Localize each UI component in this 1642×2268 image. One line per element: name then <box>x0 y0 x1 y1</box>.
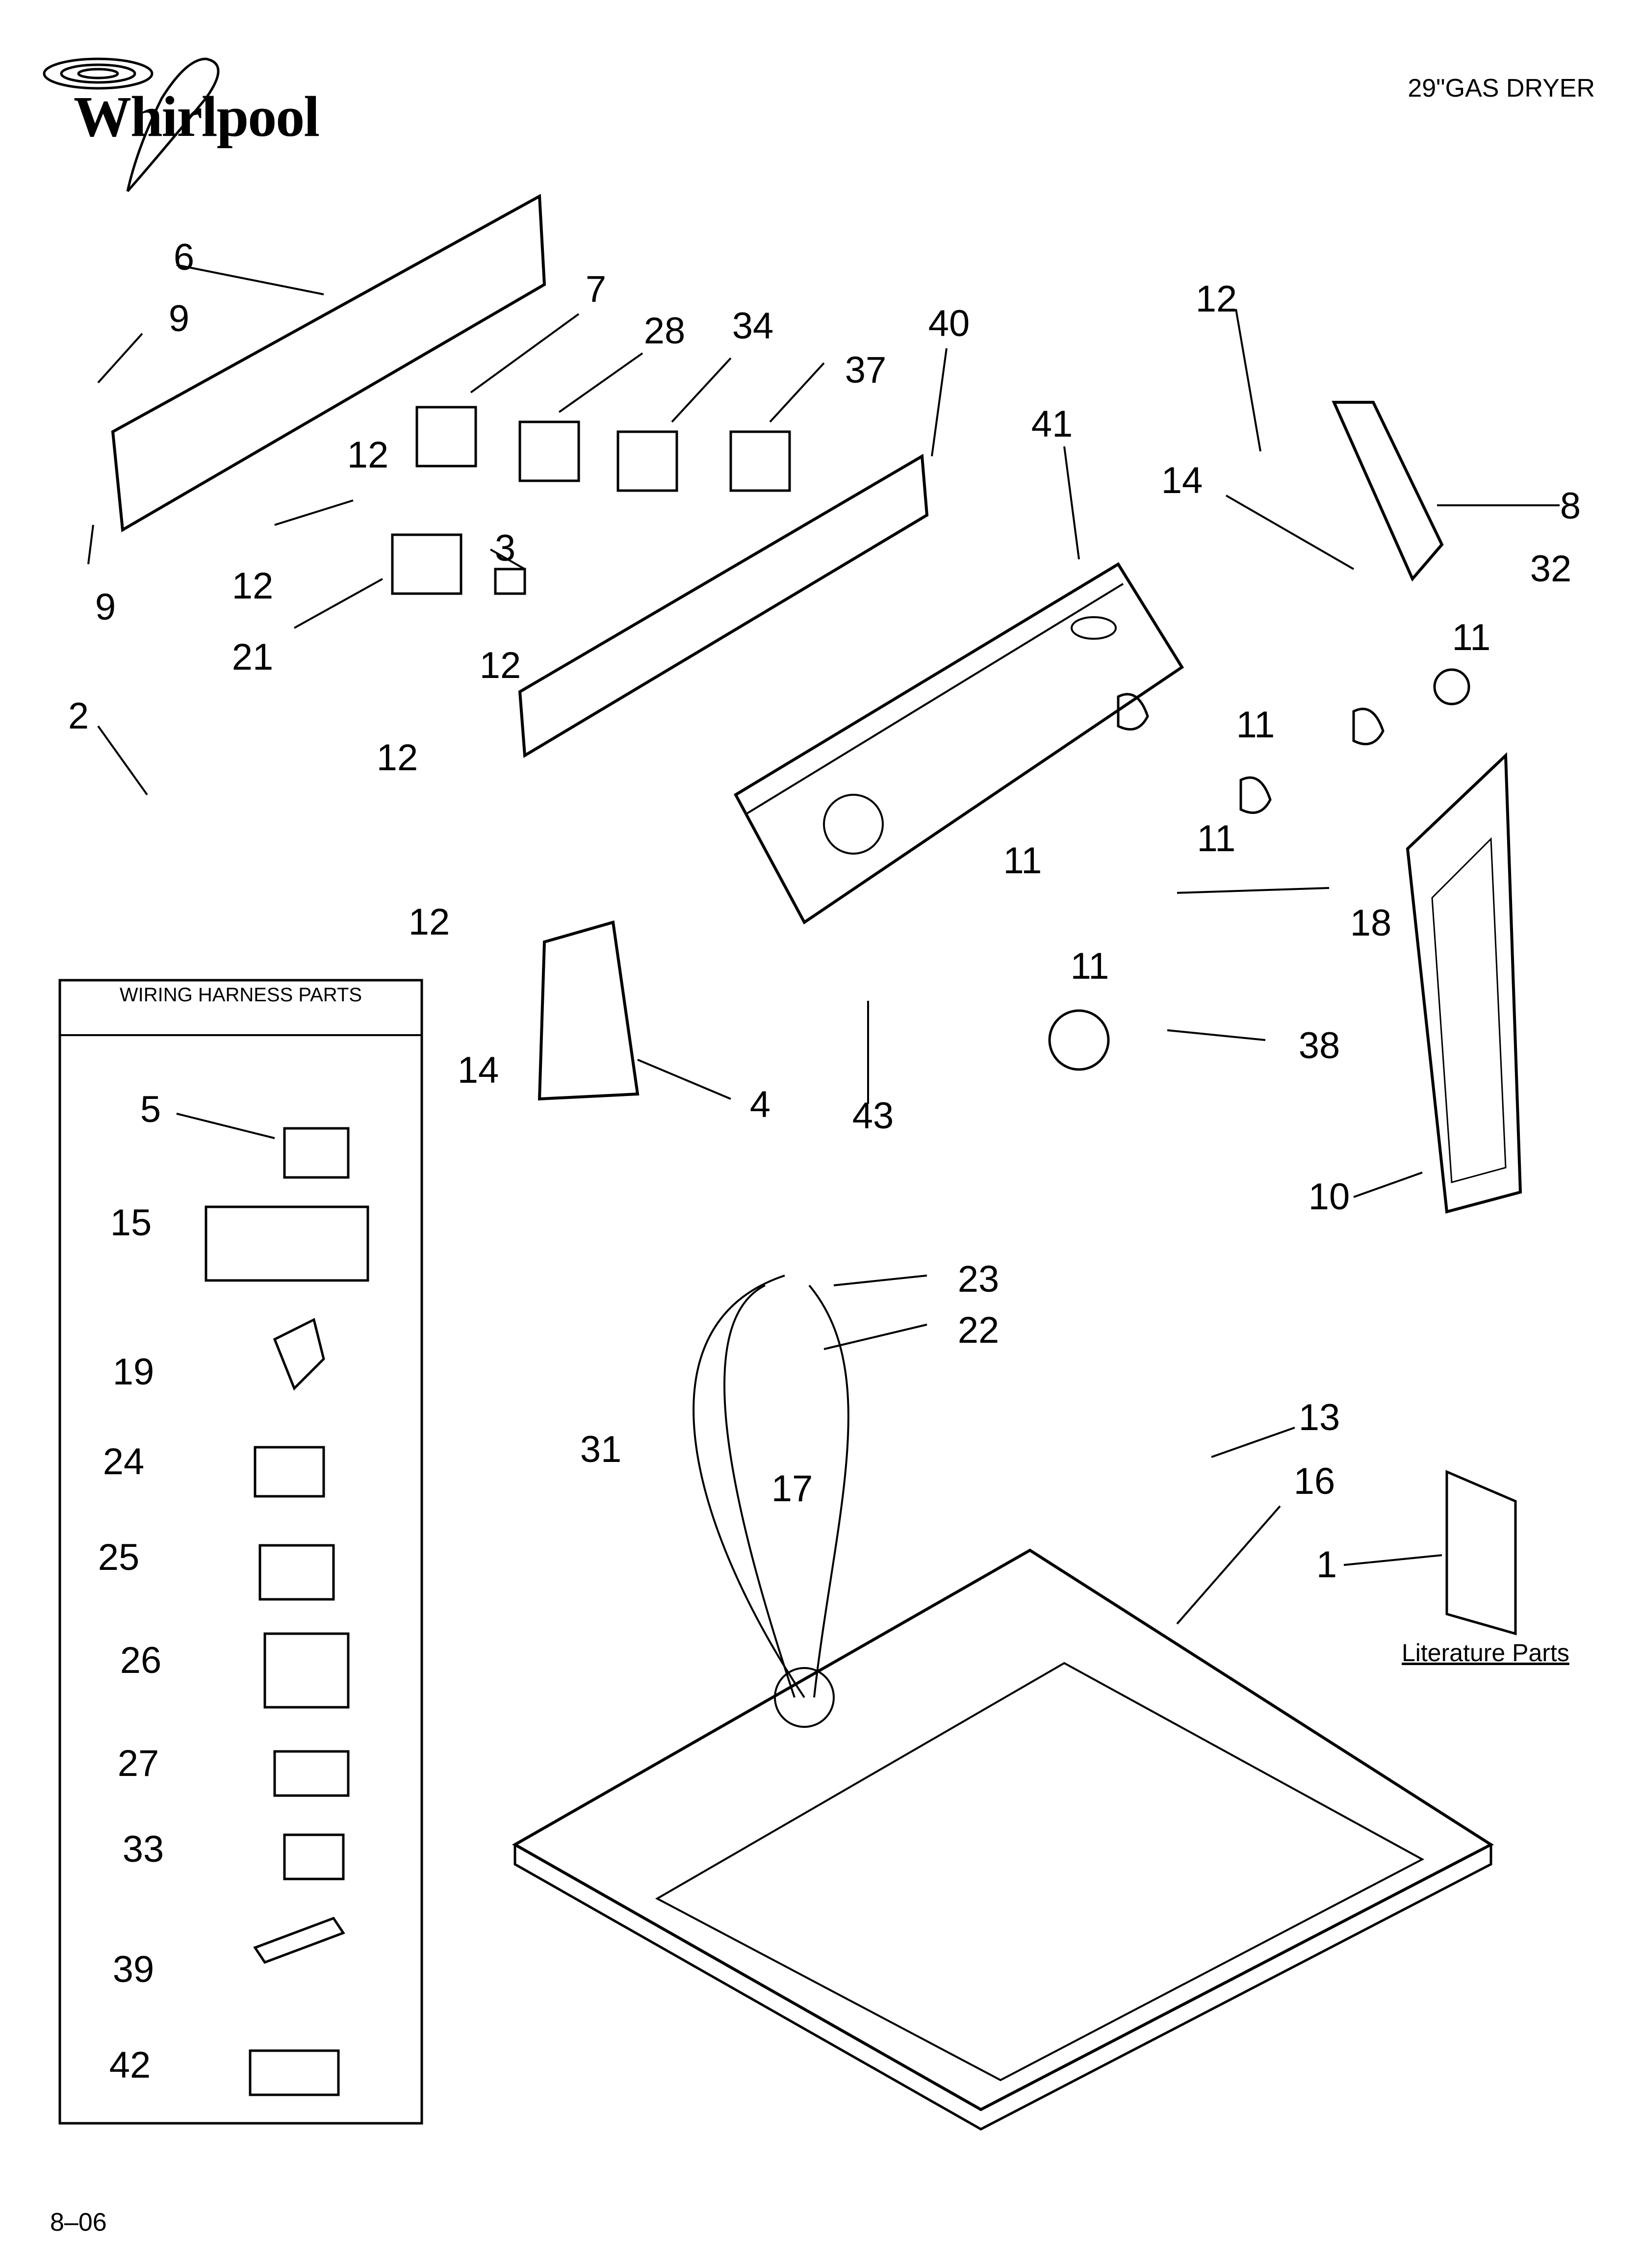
harness-callout-15: 15 <box>110 1202 152 1244</box>
literature-1 <box>1445 1470 1517 1636</box>
callout-7: 7 <box>585 268 607 310</box>
lint-screen-10 <box>1406 752 1522 1214</box>
callout-11-e: 11 <box>1070 945 1109 987</box>
callout-21: 21 <box>231 636 274 678</box>
callout-12-top-right: 12 <box>1195 278 1237 320</box>
harness-callout-5: 5 <box>140 1089 161 1130</box>
switch-7 <box>415 406 477 468</box>
callout-9-top: 9 <box>168 298 190 339</box>
knob-18b <box>1239 776 1272 814</box>
knob-18c <box>1352 707 1385 746</box>
callout-38: 38 <box>1298 1025 1340 1067</box>
top-panel <box>512 1548 1494 2112</box>
callout-11-d: 11 <box>1003 840 1042 882</box>
callout-11-c: 11 <box>1197 818 1236 860</box>
knob-18a <box>1117 693 1149 731</box>
brand-logo: Whirlpool <box>74 84 320 149</box>
callout-40: 40 <box>928 303 970 344</box>
callout-43: 43 <box>852 1095 894 1137</box>
page-title: 29"GAS DRYER <box>1408 74 1595 103</box>
callout-13: 13 <box>1298 1397 1340 1438</box>
wiring-box-title: WIRING HARNESS PARTS <box>119 984 362 1006</box>
callout-14-bottom: 14 <box>457 1049 499 1091</box>
harness-callout-39: 39 <box>112 1949 154 1990</box>
callout-22: 22 <box>957 1309 1000 1351</box>
callout-1: 1 <box>1316 1544 1337 1586</box>
callout-3: 3 <box>494 527 516 569</box>
callout-12-lower: 12 <box>376 737 418 779</box>
callout-23: 23 <box>957 1258 1000 1300</box>
callout-28: 28 <box>643 310 686 352</box>
switch-37 <box>729 430 791 492</box>
harness-callout-19: 19 <box>112 1351 154 1393</box>
timer-21 <box>391 533 462 595</box>
literature-label: Literature Parts <box>1402 1639 1569 1667</box>
page-number: 8–06 <box>50 2208 107 2237</box>
knob-38 <box>1048 1009 1110 1071</box>
callout-31: 31 <box>580 1429 622 1470</box>
harness-callout-26: 26 <box>120 1640 162 1681</box>
callout-8: 8 <box>1560 485 1581 527</box>
callout-32: 32 <box>1530 548 1572 590</box>
callout-12-mid: 12 <box>479 645 521 686</box>
whirlpool-logo-icon <box>43 57 220 192</box>
callout-12-endcap: 12 <box>408 901 450 943</box>
callout-12-left: 12 <box>231 565 274 607</box>
callout-16: 16 <box>1293 1460 1335 1502</box>
callout-14-top: 14 <box>1161 460 1203 501</box>
light-3 <box>494 568 526 595</box>
harness-callout-33: 33 <box>122 1828 164 1870</box>
callout-6: 6 <box>173 236 195 278</box>
back-shield <box>111 194 546 532</box>
callout-9-bottom: 9 <box>95 586 116 628</box>
callout-11-a: 11 <box>1452 617 1491 658</box>
callout-41: 41 <box>1031 403 1073 445</box>
callout-10: 10 <box>1308 1176 1350 1218</box>
harness-callout-42: 42 <box>109 2044 151 2086</box>
switch-28 <box>518 420 580 482</box>
callout-34: 34 <box>732 305 774 347</box>
harness-callout-24: 24 <box>103 1441 145 1483</box>
harness-callout-27: 27 <box>117 1743 159 1784</box>
end-cap-8 <box>1332 401 1444 582</box>
console-panel <box>734 562 1184 925</box>
wiring-harness-box <box>58 979 423 2125</box>
console-bracket <box>518 454 929 758</box>
callout-17: 17 <box>771 1468 813 1510</box>
end-cap-4 <box>538 920 640 1101</box>
callout-2: 2 <box>68 695 89 737</box>
callout-11-b: 11 <box>1236 704 1275 746</box>
callout-4: 4 <box>749 1084 771 1125</box>
callout-12-upper: 12 <box>347 434 389 476</box>
button-32 <box>1433 668 1470 705</box>
harness-callout-25: 25 <box>98 1537 140 1578</box>
callout-18: 18 <box>1350 902 1392 944</box>
callout-37: 37 <box>845 349 887 391</box>
switch-34 <box>616 430 678 492</box>
